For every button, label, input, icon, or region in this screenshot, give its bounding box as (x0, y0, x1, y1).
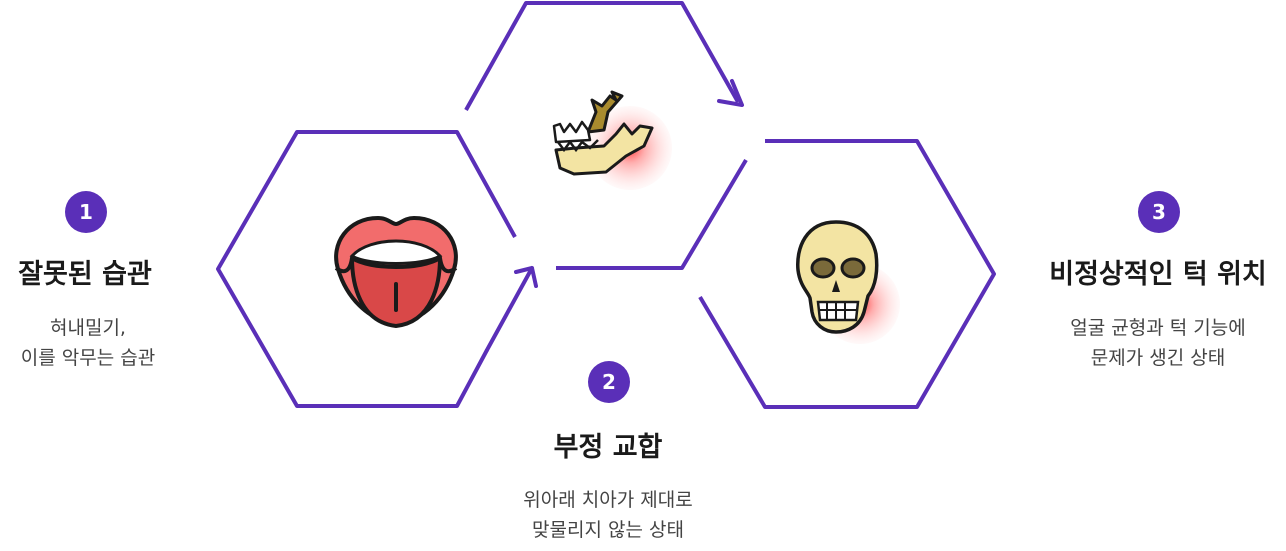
skull-icon (796, 220, 900, 344)
jaw-icon (552, 90, 672, 190)
arrow-1-to-2 (485, 266, 538, 352)
hexagon-3 (698, 139, 996, 409)
step-3-desc-line: 문제가 생긴 상태 (1090, 347, 1226, 369)
step-2-desc-line: 맞물리지 않는 상태 (532, 519, 684, 541)
hexagon-1 (216, 130, 517, 408)
step-3-description: 얼굴 균형과 턱 기능에 문제가 생긴 상태 (1070, 313, 1245, 373)
step-3-title: 비정상적인 턱 위치 (1049, 259, 1267, 290)
step-2-title: 부정 교합 (553, 432, 663, 463)
hexagon-2-lower (556, 158, 748, 270)
step-3-desc-line: 얼굴 균형과 턱 기능에 (1070, 317, 1246, 339)
step-1-badge: 1 (65, 191, 107, 233)
step-1-title: 잘못된 습관 (18, 259, 152, 290)
step-2-desc-line: 위아래 치아가 제대로 (523, 489, 693, 511)
step-2-badge: 2 (588, 361, 630, 403)
step-1-desc-line: 이를 악무는 습관 (20, 347, 156, 369)
tongue-icon (334, 216, 458, 328)
step-2-description: 위아래 치아가 제대로 맞물리지 않는 상태 (523, 485, 692, 545)
step-1-description: 혀내밀기, 이를 악무는 습관 (21, 313, 155, 373)
step-1-desc-line: 혀내밀기, (50, 317, 126, 339)
step-3-badge: 3 (1138, 191, 1180, 233)
hexagon-2 (464, 1, 740, 111)
arrow-2-to-3 (717, 79, 744, 107)
